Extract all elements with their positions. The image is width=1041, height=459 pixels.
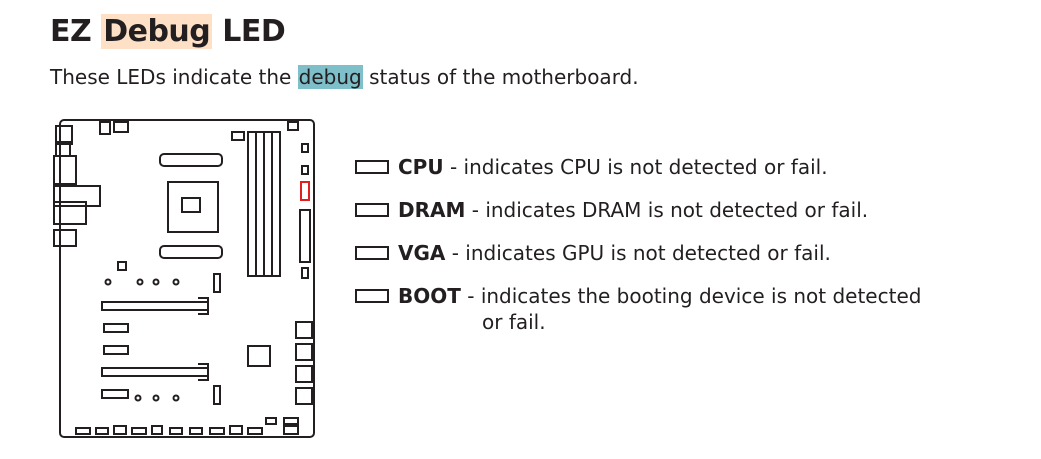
pcie-slot-2-latch xyxy=(198,363,209,381)
bottom-header-7 xyxy=(189,427,203,435)
pcie-slot-1 xyxy=(101,301,209,311)
bottom-header-10 xyxy=(247,427,263,435)
cpu-socket xyxy=(167,181,219,233)
led-desc: - indicates CPU is not detected or fail. xyxy=(449,155,828,179)
atx-power-connector xyxy=(299,209,311,263)
intro-after: status of the motherboard. xyxy=(369,65,639,89)
debug-led-1 xyxy=(301,143,309,153)
bottom-header-1 xyxy=(75,427,91,435)
vrm-heatsink-bottom xyxy=(159,245,223,259)
bottom-header-13 xyxy=(283,425,299,435)
led-item-dram: DRAM - indicates DRAM is not detected or… xyxy=(355,197,1015,223)
bottom-marker xyxy=(213,385,221,405)
bottom-header-11 xyxy=(265,417,277,425)
dimm-slot-1 xyxy=(247,131,257,277)
led-list: CPU - indicates CPU is not detected or f… xyxy=(355,154,1015,352)
led-item-vga: VGA - indicates GPU is not detected or f… xyxy=(355,240,1015,266)
top-connector-2 xyxy=(113,121,129,133)
mount-hole-6 xyxy=(152,394,160,402)
intro-text: These LEDs indicate the debug status of … xyxy=(50,62,639,92)
dimm-slot-4 xyxy=(271,131,281,277)
bottom-header-9 xyxy=(229,425,243,435)
pcie-slot-2 xyxy=(101,367,209,377)
led-name: DRAM xyxy=(398,198,466,222)
vrm-heatsink-top xyxy=(159,153,223,167)
bottom-header-2 xyxy=(95,427,109,435)
mount-hole-3 xyxy=(152,278,160,286)
led-indicator-icon xyxy=(355,246,389,260)
led-desc: - indicates the booting device is not de… xyxy=(467,284,922,308)
top-connector-1 xyxy=(99,121,111,135)
bottom-header-5 xyxy=(151,425,163,435)
led-indicator-icon xyxy=(355,289,389,303)
led-item-cpu: CPU - indicates CPU is not detected or f… xyxy=(355,154,1015,180)
mount-hole-1 xyxy=(104,278,112,286)
led-desc: - indicates GPU is not detected or fail. xyxy=(451,241,831,265)
dimm-slot-3 xyxy=(263,131,273,277)
board-outline xyxy=(59,119,315,438)
debug-led-active xyxy=(300,181,310,201)
pcie-slot-1-latch xyxy=(198,297,209,315)
cpu-socket-inner xyxy=(181,197,201,213)
led-indicator-icon xyxy=(355,203,389,217)
motherboard-diagram xyxy=(53,119,315,438)
title-highlight: Debug xyxy=(101,14,213,49)
m2-marker xyxy=(213,273,221,293)
bottom-header-4 xyxy=(131,427,147,435)
led-desc-continuation: or fail. xyxy=(482,310,546,334)
mount-hole-4 xyxy=(172,278,180,286)
rear-io-6 xyxy=(53,229,77,247)
bottom-header-12 xyxy=(283,417,299,425)
intro-before: These LEDs indicate the xyxy=(50,65,292,89)
led-desc: - indicates DRAM is not detected or fail… xyxy=(471,198,869,222)
small-slot-1 xyxy=(103,323,129,333)
bottom-header-6 xyxy=(169,427,183,435)
bottom-header-8 xyxy=(209,427,225,435)
sata-1 xyxy=(295,321,313,339)
rear-io-1 xyxy=(55,125,73,145)
dimm-slot-2 xyxy=(255,131,265,277)
rear-io-5 xyxy=(53,201,87,225)
right-connector xyxy=(301,267,309,279)
top-connector-3 xyxy=(231,131,245,141)
mount-hole-2 xyxy=(136,278,144,286)
chipset xyxy=(247,345,271,367)
mount-hole-5 xyxy=(134,394,142,402)
mount-hole-7 xyxy=(172,394,180,402)
led-item-boot: BOOT - indicates the booting device is n… xyxy=(355,283,1015,335)
rear-io-4 xyxy=(53,185,101,207)
bottom-header-3 xyxy=(113,425,127,435)
led-indicator-icon xyxy=(355,160,389,174)
top-connector-4 xyxy=(287,121,299,131)
led-name: VGA xyxy=(398,241,446,265)
led-name: BOOT xyxy=(398,284,461,308)
debug-led-2 xyxy=(301,165,309,175)
led-name: CPU xyxy=(398,155,444,179)
sata-2 xyxy=(295,343,313,361)
small-slot-2 xyxy=(103,345,129,355)
section-title: EZ Debug LED xyxy=(50,12,286,52)
small-chip xyxy=(117,261,127,271)
title-suffix: LED xyxy=(222,14,286,49)
rear-io-3 xyxy=(53,155,77,185)
title-prefix: EZ xyxy=(50,14,92,49)
intro-highlight: debug xyxy=(297,65,363,89)
sata-4 xyxy=(295,387,313,405)
small-slot-3 xyxy=(101,389,129,399)
sata-3 xyxy=(295,365,313,383)
